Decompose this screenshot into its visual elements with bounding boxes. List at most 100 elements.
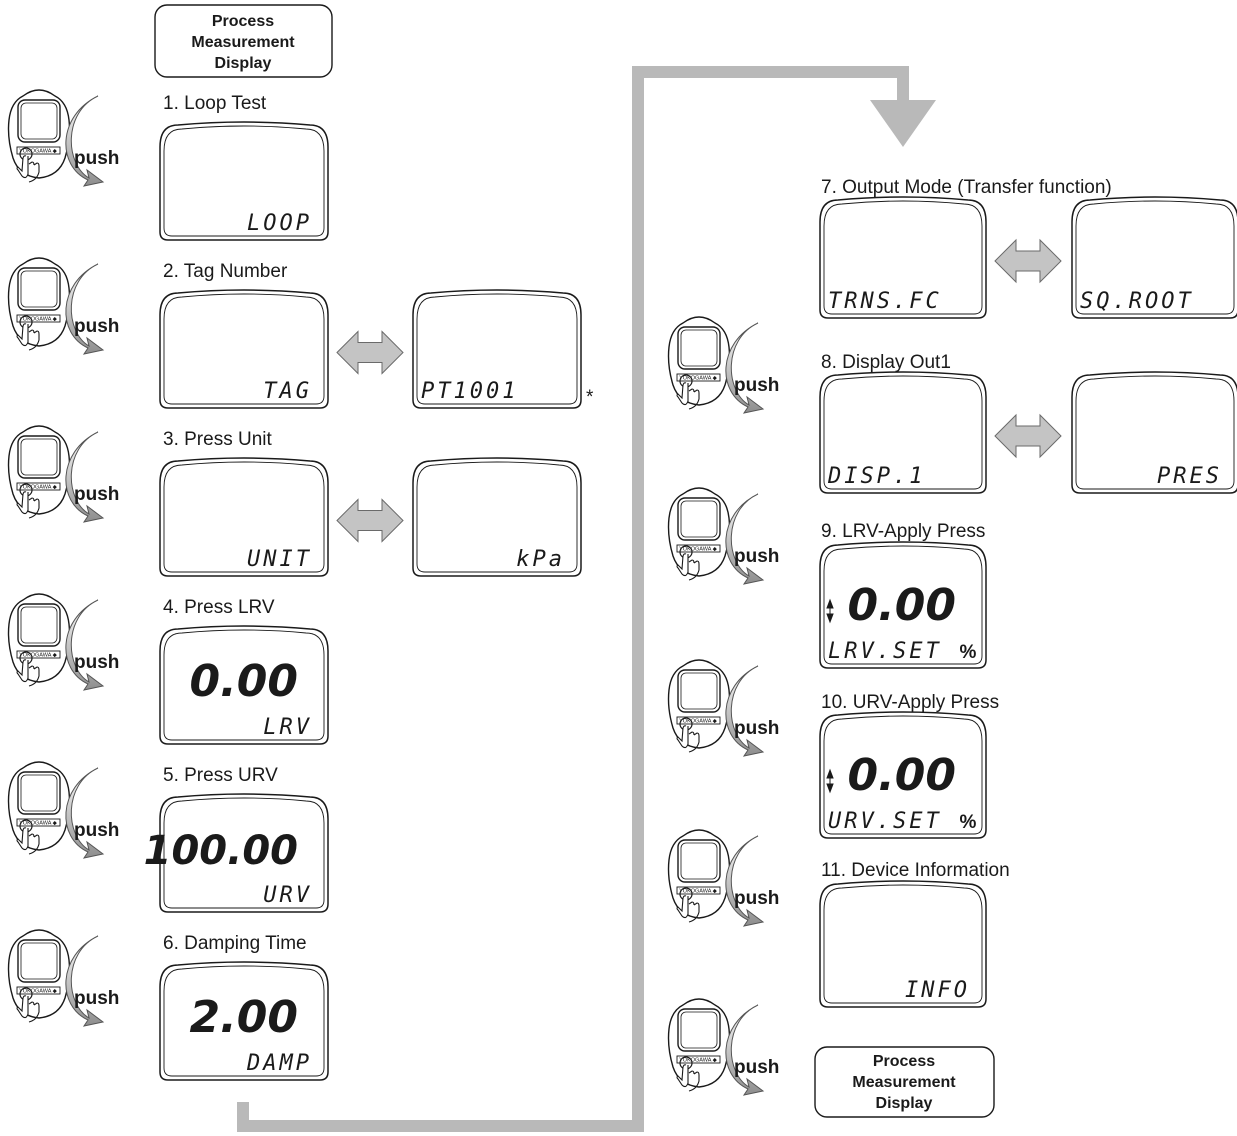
step-3-alt-display-inner-frame [416, 461, 578, 573]
step-4-title: 4. Press LRV [163, 597, 275, 618]
step-6-display-frame [159, 961, 329, 1081]
step-4-display-frame [159, 625, 329, 745]
menu-step-7: 7. Output Mode (Transfer function)TRNS.F… [819, 177, 1237, 319]
push-button-8-push-label: push [734, 546, 779, 567]
flow-connector-line [237, 66, 909, 1132]
end-box-line-1: Process [873, 1053, 935, 1070]
push-button-10-brand-label: YOKOGAWA ◆ [679, 889, 718, 895]
step-8-alt-display-inner-frame [1075, 375, 1235, 490]
push-button-2[interactable]: YOKOGAWA ◆ push [7, 257, 120, 355]
push-button-8[interactable]: YOKOGAWA ◆ push [667, 487, 780, 585]
push-button-3[interactable]: YOKOGAWA ◆ push [7, 425, 120, 523]
push-button-11[interactable]: YOKOGAWA ◆ push [667, 998, 780, 1096]
start-box-line-2: Measurement [191, 34, 295, 51]
push-button-5-hand-icon [7, 761, 104, 859]
step-9-display-unit: % [960, 642, 977, 663]
start-box-line-3: Display [215, 55, 272, 72]
push-button-2-hand-icon [7, 257, 104, 355]
step-10-display-inner-frame [823, 715, 983, 835]
push-button-10[interactable]: YOKOGAWA ◆ push [667, 829, 780, 927]
push-button-6-hand-icon [7, 929, 104, 1027]
step-8-display-frame [819, 371, 987, 494]
step-8-toggle-arrow-icon [994, 413, 1062, 459]
end-box-line-3: Display [876, 1095, 933, 1112]
step-8-alt-display-label: PRES [1157, 464, 1222, 489]
push-button-3-brand-label: YOKOGAWA ◆ [19, 485, 58, 491]
step-8-display-inner-frame [823, 375, 983, 490]
step-3-display-label: UNIT [247, 547, 312, 572]
push-button-1-push-label: push [74, 148, 119, 169]
push-button-1[interactable]: YOKOGAWA ◆ push [7, 89, 120, 187]
step-4-display-inner-frame [163, 629, 325, 741]
push-button-5[interactable]: YOKOGAWA ◆push [7, 761, 120, 859]
push-button-9-push-label: push [734, 718, 779, 739]
step-3-alt-display-frame [412, 457, 582, 577]
step-10-display-updown-icon [826, 768, 834, 794]
push-button-2-brand-label: YOKOGAWA ◆ [19, 317, 58, 323]
push-button-6[interactable]: YOKOGAWA ◆ push [7, 929, 120, 1027]
push-button-1-brand-label: YOKOGAWA ◆ [19, 149, 58, 155]
step-3-toggle-arrow-icon [336, 498, 404, 543]
step-6-title: 6. Damping Time [163, 933, 307, 954]
step-1-title: 1. Loop Test [163, 93, 267, 114]
step-10-display-value: 0.00 [847, 750, 956, 801]
push-button-4[interactable]: YOKOGAWA ◆ push [7, 593, 120, 691]
step-9-display-label: LRV.SET [828, 639, 942, 664]
push-button-7-brand-label: YOKOGAWA ◆ [679, 376, 718, 382]
step-1-display-inner-frame [163, 125, 325, 237]
push-button-4-push-label: push [74, 652, 119, 673]
step-10-display-frame [819, 711, 987, 839]
step-5-display-label: URV [263, 883, 312, 908]
push-button-6-brand-label: YOKOGAWA ◆ [19, 989, 58, 995]
push-button-11-push-label: push [734, 1057, 779, 1078]
step-3-alt-display-label: kPa [516, 547, 565, 572]
step-2-alt-display-frame [412, 289, 582, 409]
push-button-7-push-label: push [734, 375, 779, 396]
step-2-display-frame [159, 289, 329, 409]
step-1-display-label: LOOP [247, 211, 312, 236]
step-9-title: 9. LRV-Apply Press [821, 521, 985, 542]
push-button-3-hand-icon [7, 425, 104, 523]
step-2-toggle-arrow-icon [336, 330, 404, 375]
step-4-display-label: LRV [263, 715, 312, 740]
step-9-display-frame [819, 541, 987, 669]
step-4-display-value: 0.00 [189, 656, 298, 707]
push-button-8-hand-icon [667, 487, 764, 585]
step-9-display-updown-icon [826, 598, 834, 624]
push-button-7-hand-icon [667, 316, 764, 414]
end-display-box: Process Measurement Display [814, 1046, 995, 1118]
step-7-title: 7. Output Mode (Transfer function) [821, 177, 1112, 198]
push-button-9[interactable]: YOKOGAWA ◆ push [667, 659, 780, 757]
start-display-box: Process Measurement Display [154, 4, 333, 78]
push-button-9-brand-label: YOKOGAWA ◆ [679, 719, 718, 725]
push-button-4-brand-label: YOKOGAWA ◆ [19, 653, 58, 659]
step-5-title: 5. Press URV [163, 765, 278, 786]
step-7-alt-display-label: SQ.ROOT [1080, 289, 1194, 314]
push-button-3-push-label: push [74, 484, 119, 505]
step-3-display-inner-frame [163, 461, 325, 573]
step-1-display-frame [159, 121, 329, 241]
step-5-display-inner-frame [163, 797, 325, 909]
push-button-4-hand-icon [7, 593, 104, 691]
step-11-title: 11. Device Information [821, 860, 1010, 881]
push-button-11-brand-label: YOKOGAWA ◆ [679, 1058, 718, 1064]
step-8-alt-display-frame [1071, 371, 1237, 494]
step-8-display-label: DISP.1 [827, 464, 925, 489]
step-7-alt-display-frame [1071, 196, 1237, 319]
step-2-alt-display-inner-frame [416, 293, 578, 405]
push-button-6-push-label: push [74, 988, 119, 1009]
step-2-display-inner-frame [163, 293, 325, 405]
push-button-11-hand-icon [667, 998, 764, 1096]
push-button-8-brand-label: YOKOGAWA ◆ [679, 547, 718, 553]
push-button-7[interactable]: YOKOGAWA ◆ push [667, 316, 780, 414]
step-11-display-inner-frame [823, 884, 983, 1004]
push-button-10-push-label: push [734, 888, 779, 909]
push-button-2-push-label: push [74, 316, 119, 337]
step-5-display-frame [159, 793, 329, 913]
step-11-display-frame [819, 880, 987, 1008]
